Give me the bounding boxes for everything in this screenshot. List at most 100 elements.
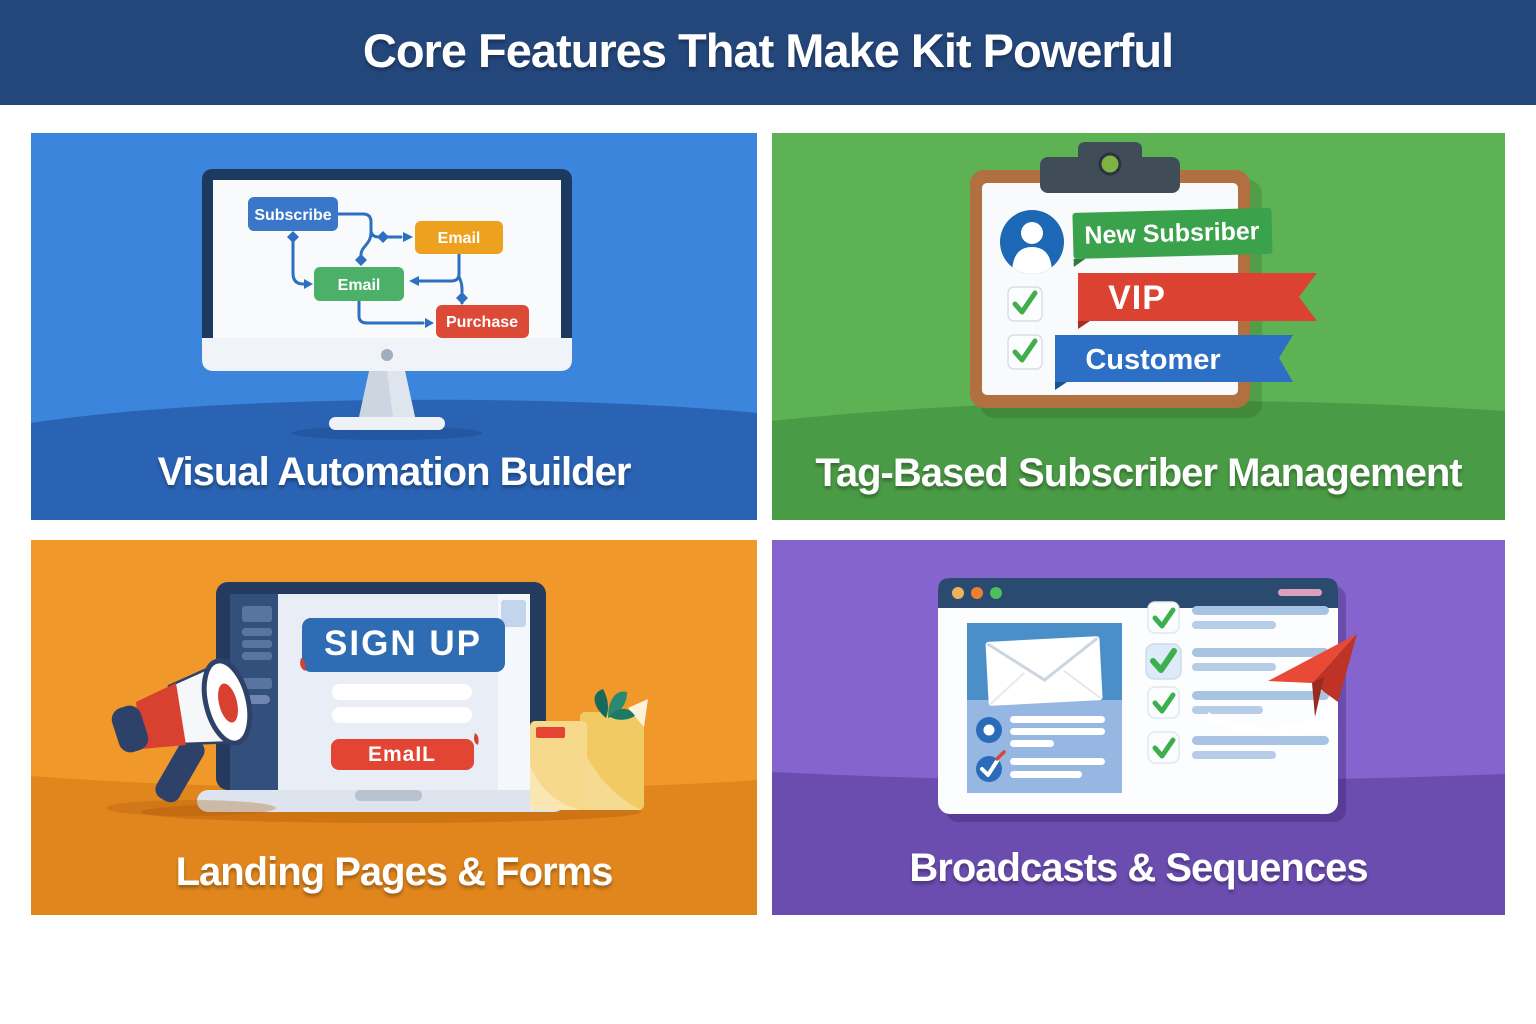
page-title: Core Features That Make Kit Powerful [362, 24, 1174, 77]
megaphone [106, 658, 276, 816]
flow-node-purchase[interactable]: Purchase [436, 305, 529, 338]
megaphone-opening [218, 683, 238, 723]
radio-bullet-center [983, 724, 995, 736]
window-titlebar [938, 578, 1338, 608]
panel-tag-based-subscriber-management: New Subsriber VIP Customer Tag-Based Sub… [772, 133, 1505, 520]
subscriber-avatar [1000, 210, 1064, 274]
panel-broadcasts-sequences: Broadcasts & Sequences [772, 540, 1505, 915]
panel-landing-pages-forms: SIGN UP EmaIL [31, 540, 757, 915]
window-dot-3[interactable] [990, 587, 1002, 599]
flow-node-email-top[interactable]: Email [415, 221, 503, 254]
folder-front [530, 721, 587, 810]
accent-mark [300, 658, 306, 671]
laptop: SIGN UP EmaIL [197, 582, 565, 812]
monitor-stand-highlight [387, 371, 415, 417]
paper-plane-icon [1208, 634, 1357, 736]
checkbox-vip[interactable] [1007, 286, 1043, 322]
tags-illustration: New Subsriber VIP Customer [772, 133, 1505, 520]
flow-node-subscribe[interactable]: Subscribe [248, 197, 338, 231]
checkbox-customer[interactable] [1007, 334, 1043, 370]
monitor-base [329, 417, 445, 430]
checklist-row [1147, 601, 1329, 634]
email-button[interactable]: EmaIL [331, 733, 479, 770]
checkmark-icon [1150, 648, 1177, 673]
avatar-head [1021, 222, 1043, 244]
diamond-node [355, 254, 367, 266]
card-text-lines [1010, 758, 1105, 778]
email-card [967, 623, 1122, 793]
ribbon-tail [1270, 335, 1293, 382]
arrowhead [409, 276, 419, 286]
form-input-1[interactable] [332, 684, 472, 700]
arrowhead [403, 232, 413, 242]
panel-visual-automation-builder: Subscribe Email Email Purchase Visual Au… [31, 133, 757, 520]
monitor-camera-dot [381, 349, 393, 361]
tag-customer[interactable]: Customer [1055, 335, 1293, 390]
folder-fold [580, 745, 642, 810]
avatar-shoulders [1012, 247, 1052, 274]
flow-node-label: Email [438, 230, 481, 247]
arrowhead [304, 279, 313, 289]
folder-page-corner [628, 699, 648, 727]
window-dot-1[interactable] [952, 587, 964, 599]
flow-connectors [291, 212, 464, 325]
flow-node-label: Purchase [446, 314, 518, 331]
panel-title-automation: Visual Automation Builder [157, 450, 632, 494]
desktop-monitor [202, 169, 572, 440]
megaphone-handle [155, 737, 205, 803]
folder-fold [530, 765, 580, 810]
broadcasts-illustration [772, 540, 1505, 915]
checkmark-icon [1152, 692, 1176, 714]
signup-label: SIGN UP [324, 624, 482, 663]
email-button-label: EmaIL [368, 743, 436, 766]
envelope-icon [985, 636, 1103, 706]
header-band: Core Features That Make Kit Powerful [0, 0, 1536, 105]
sidebar-menu-bars [242, 606, 272, 704]
ribbon-tail [1278, 273, 1317, 321]
panel-title-tags: Tag-Based Subscriber Management [815, 451, 1462, 495]
browser-window [938, 578, 1346, 822]
tag-new-subscriber[interactable]: New Subsriber [1072, 207, 1273, 267]
card-text-lines [1010, 716, 1105, 747]
checklist-row [1145, 643, 1329, 680]
checklist-row [1147, 731, 1329, 764]
screen-right-chip [501, 600, 526, 627]
panel-title-landing: Landing Pages & Forms [175, 850, 614, 894]
sequence-checklist [1145, 601, 1329, 764]
ribbon-fold [1073, 258, 1086, 267]
flow-node-email-mid[interactable]: Email [314, 267, 404, 301]
checkmark-icon [1152, 607, 1176, 629]
plane-swoosh [1208, 694, 1338, 736]
ground-hill [31, 399, 757, 520]
tag-label: New Subsriber [1084, 217, 1260, 250]
accent-mark [474, 733, 479, 745]
titlebar-pink-dash [1278, 589, 1322, 596]
signup-banner[interactable]: SIGN UP [300, 618, 505, 672]
megaphone-red-band [136, 683, 186, 749]
diamond-node [456, 292, 468, 304]
tag-vip[interactable]: VIP [1078, 273, 1317, 329]
folders [530, 689, 648, 810]
megaphone-cap [111, 705, 149, 753]
ribbon-fold [1078, 321, 1090, 329]
landing-illustration: SIGN UP EmaIL [31, 540, 757, 915]
flow-node-label: Subscribe [254, 207, 331, 224]
form-input-2[interactable] [332, 707, 472, 723]
ribbon-fold [1055, 382, 1067, 390]
automation-illustration: Subscribe Email Email Purchase [31, 133, 757, 520]
tag-label: VIP [1108, 279, 1166, 317]
panel-title-broadcasts: Broadcasts & Sequences [909, 846, 1368, 890]
ground-hill [772, 400, 1505, 520]
checkmark-icon [1152, 737, 1176, 759]
tag-label: Customer [1085, 344, 1220, 376]
arrowhead [425, 318, 434, 328]
plant-leaves [594, 689, 635, 720]
checkmark-icon [1012, 338, 1038, 363]
diamond-node [377, 231, 389, 243]
flow-connector-markers [287, 231, 468, 328]
clip-hole [1098, 152, 1122, 176]
megaphone-shadow [106, 800, 276, 816]
flow-node-label: Email [338, 277, 381, 294]
folder-back [580, 712, 644, 810]
window-dot-2[interactable] [971, 587, 983, 599]
